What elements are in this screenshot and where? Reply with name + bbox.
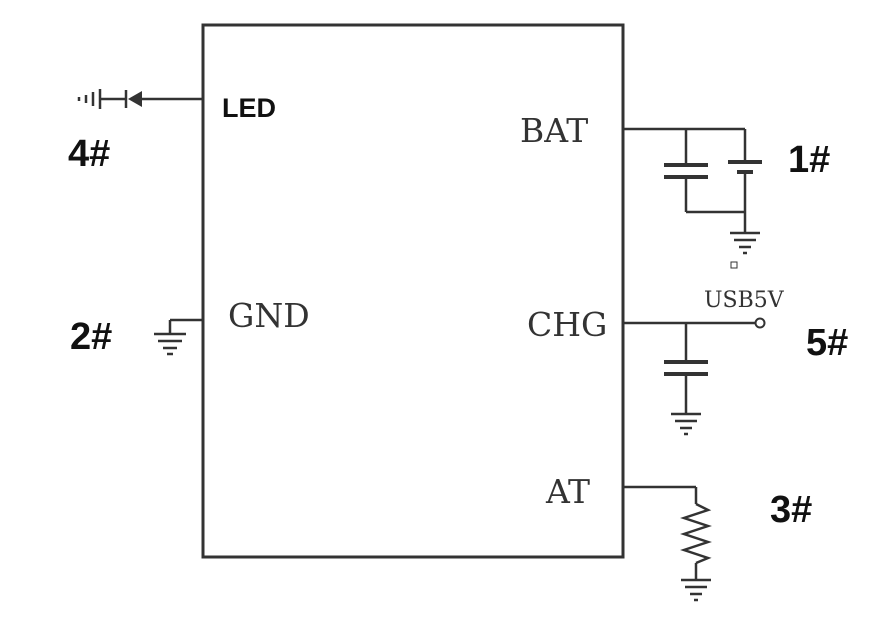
pin-label-led: LED [222, 93, 276, 123]
at-ground-symbol [681, 578, 711, 602]
at-branch: AT 3# [545, 472, 812, 602]
chg-branch: CHG USB5V 5# [527, 288, 848, 436]
net-label-usb5v: USB5V [704, 288, 785, 313]
marker-1: 1# [788, 139, 830, 181]
pin-label-bat: BAT [520, 111, 588, 150]
chg-ground-symbol [671, 412, 701, 436]
bat-ground-symbol [730, 231, 760, 255]
marker-2: 2# [70, 316, 112, 358]
pin-label-gnd: GND [228, 296, 310, 335]
pin-label-at: AT [545, 472, 590, 511]
usb-terminal-icon [754, 317, 766, 329]
led-ground-symbol [77, 89, 108, 109]
at-resistor-icon [680, 502, 712, 565]
marker-4: 4# [68, 133, 110, 175]
chip-body [201, 23, 625, 559]
gnd-branch: GND 2# [70, 296, 310, 358]
pin-label-chg: CHG [527, 305, 607, 344]
led-branch: LED 4# [68, 89, 276, 175]
small-square-mark [730, 261, 738, 269]
marker-3: 3# [770, 489, 812, 531]
marker-5: 5# [806, 322, 848, 364]
bat-branch: BAT 1# [520, 111, 830, 255]
gnd-ground-symbol [154, 332, 186, 356]
led-arrow-icon [128, 91, 142, 107]
